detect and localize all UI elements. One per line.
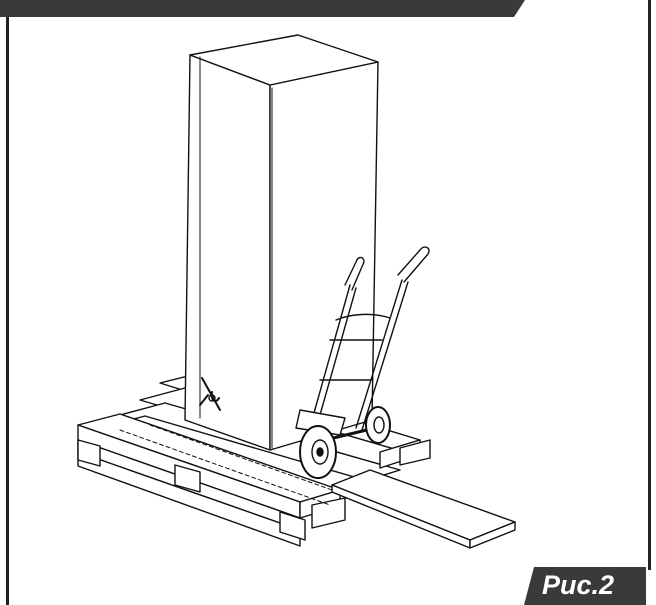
left-wheel	[299, 425, 337, 479]
ramp	[331, 469, 516, 549]
figure-label-shape	[524, 567, 646, 605]
figure-label-text: Рис.2	[542, 570, 615, 600]
figure-label: Рис.2	[524, 567, 646, 605]
header-tab-shape	[0, 0, 525, 17]
header-tab	[0, 0, 525, 17]
right-wheel	[365, 406, 391, 444]
hook-prohibited-icon	[199, 377, 221, 411]
cabinet-box	[184, 34, 379, 451]
hand-truck	[295, 246, 430, 479]
